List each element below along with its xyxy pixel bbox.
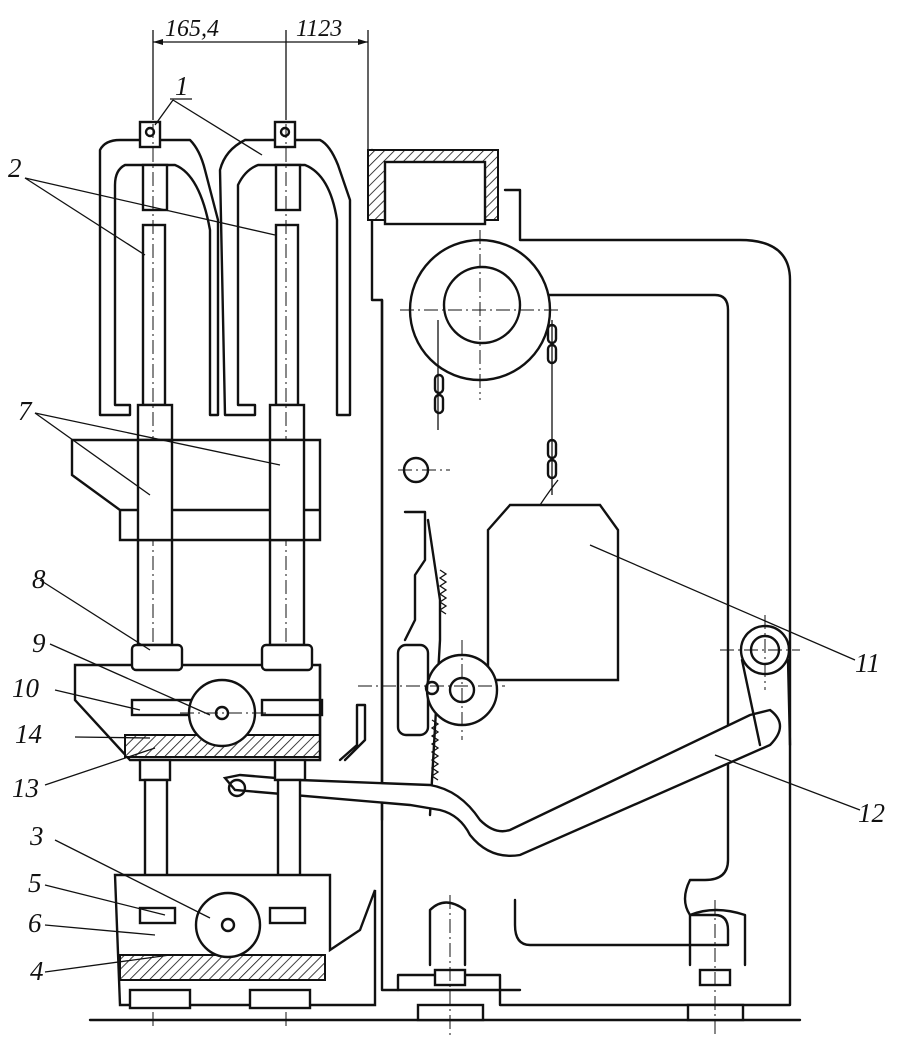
pulley-assembly	[400, 230, 618, 680]
callout-2: 2	[8, 153, 22, 183]
worktable	[72, 440, 320, 540]
guide-roller	[398, 458, 450, 482]
callout-5: 5	[28, 868, 42, 898]
lower-gearbox	[115, 875, 375, 1008]
callout-11: 11	[855, 648, 880, 678]
callout-8: 8	[32, 564, 46, 594]
rack-mechanism	[358, 512, 505, 815]
callout-9: 9	[32, 628, 46, 658]
dimension-165-4: 165,4	[165, 16, 219, 42]
upper-gearbox	[75, 645, 365, 895]
callout-4: 4	[30, 956, 44, 986]
chain-right	[548, 320, 556, 495]
callout-7: 7	[18, 396, 33, 426]
upper-frames	[100, 140, 350, 415]
callout-1: 1	[175, 71, 189, 101]
callout-3: 3	[29, 821, 44, 851]
callout-12: 12	[858, 798, 885, 828]
callout-14: 14	[15, 719, 42, 749]
callout-6: 6	[28, 908, 42, 938]
callout-13: 13	[12, 773, 39, 803]
dimension-1123: 1123	[296, 16, 342, 42]
counterweight	[488, 505, 618, 680]
callout-10: 10	[12, 673, 40, 703]
